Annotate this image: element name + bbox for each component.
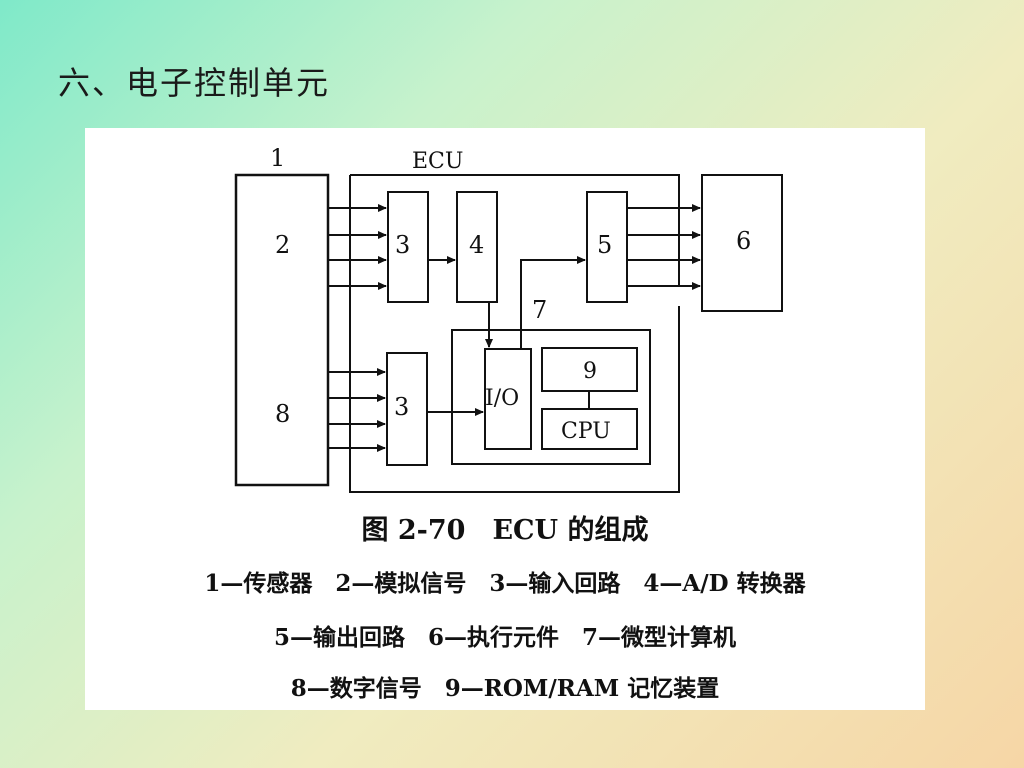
legend-line: 1—传感器 2—模拟信号 3—输入回路 4—A/D 转换器 [204, 570, 806, 597]
output-circuit-block [586, 191, 628, 303]
io-to-output-arrow [520, 256, 586, 349]
input-circuit-lower [386, 352, 428, 466]
digital-signal-label: 8 [275, 400, 290, 428]
cpu-label: CPU [561, 419, 611, 444]
memory-label: 9 [583, 359, 597, 384]
actuator-label: 6 [736, 227, 751, 255]
slide-title: 六、电子控制单元 [58, 64, 331, 102]
legend-line: 8—数字信号 9—ROM/RAM 记忆装置 [290, 675, 720, 702]
digital-signal-arrows [328, 368, 386, 452]
figure-caption: 图 2-70 ECU 的组成 [361, 515, 649, 546]
analog-signal-arrows [328, 204, 387, 290]
ecu-outline [349, 174, 680, 493]
output-arrows [627, 204, 701, 290]
ecu-label: ECU [412, 149, 463, 174]
io-block [484, 348, 532, 450]
input-circuit-upper-label: 3 [395, 231, 410, 259]
input-circuit-lower-label: 3 [394, 393, 409, 421]
actuator-block [701, 174, 783, 312]
sensor-label: 1 [270, 144, 285, 172]
input-circuit-upper [387, 191, 429, 303]
ecu-block-diagram: 1 2 8 ECU 3 4 5 6 7 I/O 9 CPU 3 [234, 144, 783, 493]
microcomputer-block [451, 329, 651, 465]
microcomputer-label: 7 [532, 296, 547, 324]
ad-converter-block [456, 191, 498, 303]
ad-converter-label: 4 [469, 231, 484, 259]
sensor-block [234, 173, 330, 487]
output-circuit-label: 5 [597, 231, 612, 259]
analog-signal-label: 2 [275, 231, 290, 259]
figure-panel: 1 2 8 ECU 3 4 5 6 7 I/O 9 CPU 3 [85, 128, 925, 710]
io-label: I/O [485, 386, 519, 411]
legend-line: 5—输出回路 6—执行元件 7—微型计算机 [273, 624, 736, 651]
